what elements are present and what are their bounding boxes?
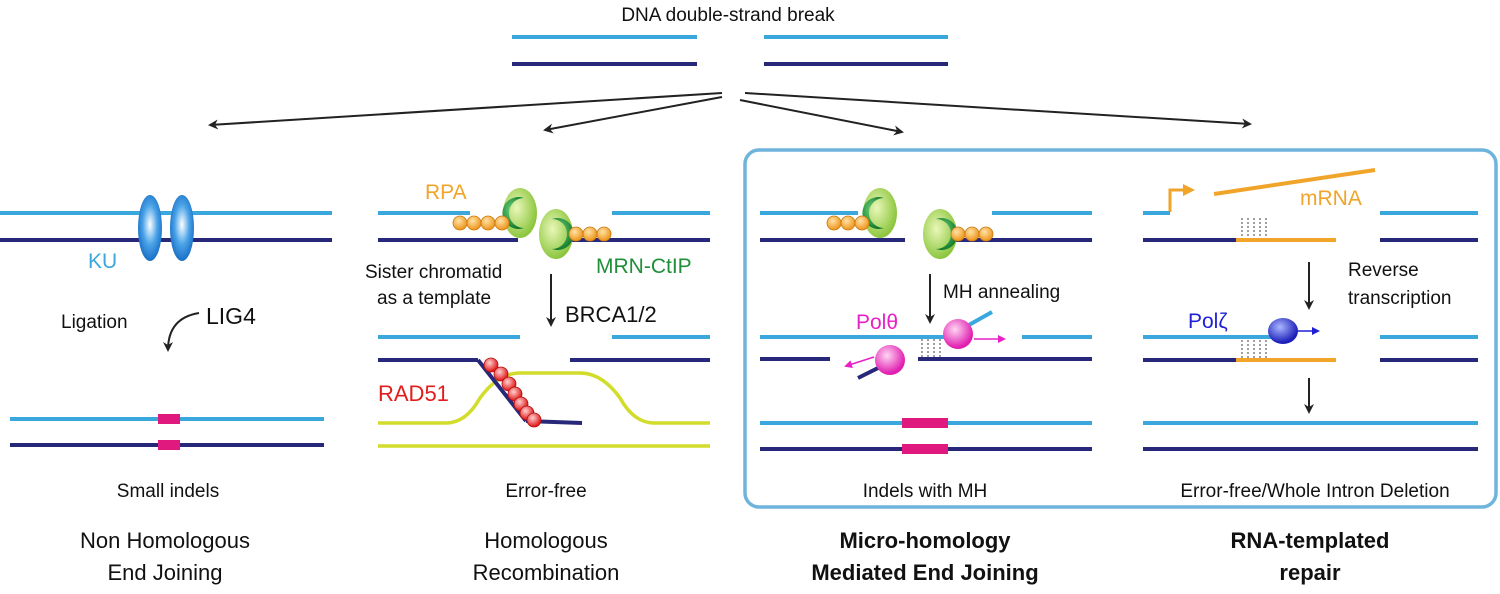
rpa-mrn-complex-left: [452, 188, 537, 238]
nhej-name-line1: Non Homologous: [80, 528, 250, 553]
broken-dna-top: [512, 35, 948, 66]
pol-theta-enzyme: [943, 319, 973, 349]
nhej-outcome: Small indels: [117, 481, 219, 502]
lig4-label: LIG4: [206, 303, 256, 329]
nhej-curved-arrow: [163, 312, 200, 352]
mrn-complex-right: [923, 209, 994, 259]
mh-annealing-label: MH annealing: [943, 282, 1060, 303]
arrow-to-rna: [744, 92, 1252, 129]
mrn-label: MRN-CtIP: [596, 255, 692, 278]
mmej-name-line2: Mediated End Joining: [811, 560, 1038, 585]
rt-label-line2: transcription: [1348, 288, 1452, 309]
brca-label: BRCA1/2: [565, 302, 657, 327]
pol-theta-label: Polθ: [856, 311, 898, 334]
transcription-start-arrow: [1168, 184, 1195, 212]
arrow-to-nhej: [208, 92, 723, 130]
arrow-to-hr: [543, 96, 723, 134]
nhej-name-line2: End Joining: [108, 560, 223, 585]
indel-mark: [158, 440, 180, 450]
pol-zeta-label: Polζ: [1188, 310, 1228, 333]
pol-theta-enzyme: [875, 345, 905, 375]
mrna-strand: [1213, 168, 1376, 196]
rad51-filament: [483, 357, 542, 428]
indel-mark: [902, 418, 948, 428]
diagram-title: DNA double-strand break: [621, 5, 835, 26]
rna-outcome: Error-free/Whole Intron Deletion: [1180, 481, 1449, 502]
rna-name-line2: repair: [1279, 560, 1341, 585]
rna-panel: mRNA Reverse transcription Polζ: [1143, 168, 1478, 585]
hr-panel: RPA MRN-CtIP Sister chromatid as a templ…: [365, 181, 710, 585]
pol-zeta-enzyme: [1268, 318, 1298, 344]
mrna-label: mRNA: [1300, 187, 1362, 210]
mrn-complex-left: [826, 188, 897, 238]
highlight-box: [743, 148, 1498, 509]
rt-label-line1: Reverse: [1348, 260, 1419, 281]
indel-mark: [902, 444, 948, 454]
branch-arrows: [208, 92, 1252, 136]
rpa-mrn-complex-right: [539, 209, 612, 259]
mmej-panel: MH annealing Polθ Indels with MH Micro-h…: [760, 188, 1092, 585]
ku-protein: [138, 195, 162, 261]
sister-chromatid-line1: Sister chromatid: [365, 262, 502, 283]
rna-name-line1: RNA-templated: [1231, 528, 1390, 553]
nhej-panel: KU Ligation LIG4 Small indels Non Homolo…: [0, 195, 332, 585]
mmej-name-line1: Micro-homology: [839, 528, 1011, 553]
hr-name-line2: Recombination: [473, 560, 620, 585]
ligation-label: Ligation: [61, 312, 128, 333]
sister-chromatid-line2: as a template: [377, 288, 491, 309]
arrow-to-mmej: [739, 99, 904, 136]
rad51-label: RAD51: [378, 381, 449, 406]
mmej-outcome: Indels with MH: [863, 481, 988, 502]
rpa-label: RPA: [425, 181, 467, 204]
ku-label: KU: [88, 250, 117, 273]
hr-name-line1: Homologous: [484, 528, 608, 553]
hr-outcome: Error-free: [505, 481, 586, 502]
ku-protein: [170, 195, 194, 261]
indel-mark: [158, 414, 180, 424]
sister-chromatid-strand: [378, 371, 710, 425]
